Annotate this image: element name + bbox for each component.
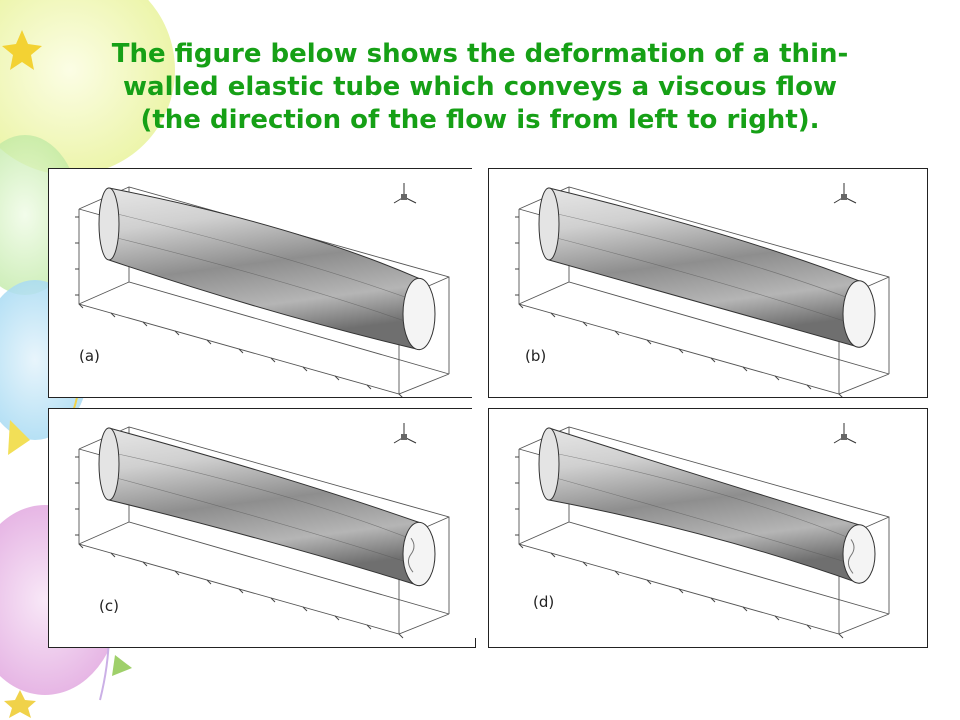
tube-body xyxy=(108,427,420,587)
slide-title-line-1: The figure below shows the deformation o… xyxy=(111,39,849,69)
axis-tick xyxy=(238,348,244,354)
axis-tick xyxy=(582,321,588,327)
axis-tick xyxy=(110,312,116,318)
panel-label: (c) xyxy=(99,597,119,615)
tube-inlet xyxy=(98,187,120,261)
axis-tick xyxy=(334,615,340,621)
axis-tick xyxy=(550,552,556,558)
slide-title-line-3: (the direction of the flow is from left … xyxy=(140,105,820,135)
outlet-wrinkle xyxy=(407,537,415,573)
balloon-yellow xyxy=(0,0,175,175)
axis-tick xyxy=(742,366,748,372)
confetti-star xyxy=(4,690,36,718)
slide-title-line-2: walled elastic tube which conveys a visc… xyxy=(123,72,837,102)
axis-tick xyxy=(678,588,684,594)
tube-body xyxy=(548,187,860,348)
tube-inlet xyxy=(98,427,120,501)
axis-tick xyxy=(398,633,404,639)
tube-outlet xyxy=(842,524,876,584)
axis-tick xyxy=(678,348,684,354)
tube-body xyxy=(548,427,860,584)
confetti-triangle xyxy=(8,420,30,455)
axis-tick xyxy=(142,561,148,567)
axis-tick xyxy=(518,543,524,549)
axis-tick xyxy=(270,357,276,363)
mesh-line xyxy=(108,451,420,543)
axis-tick xyxy=(366,624,372,630)
axis-tick xyxy=(838,633,844,639)
tube-inlet xyxy=(538,427,560,501)
axis-tick xyxy=(582,561,588,567)
mesh-line xyxy=(548,235,860,327)
axis-tick xyxy=(518,303,524,309)
panel-label: (a) xyxy=(79,347,100,365)
tube-diagram xyxy=(515,423,890,639)
axis-tick xyxy=(550,312,556,318)
axis-tick xyxy=(78,303,84,309)
axis-triad-icon xyxy=(393,183,417,204)
mesh-line xyxy=(548,451,860,543)
axis-tick xyxy=(646,339,652,345)
axis-tick xyxy=(206,579,212,585)
axis-tick xyxy=(614,330,620,336)
mesh-line xyxy=(108,475,420,567)
axis-tick xyxy=(838,393,843,397)
tube-inlet xyxy=(538,187,560,261)
axis-tick xyxy=(142,321,148,327)
tube-panel-a: (a) xyxy=(48,168,476,398)
axis-tick xyxy=(398,393,403,397)
tube-outlet xyxy=(402,277,436,351)
axis-tick xyxy=(806,624,812,630)
slide-title: The figure below shows the deformation o… xyxy=(60,38,900,137)
axis-tick xyxy=(334,375,340,381)
axis-tick xyxy=(78,543,84,549)
tube-panel-c: (c) xyxy=(48,408,476,648)
confetti-triangle xyxy=(112,655,132,676)
axis-tick xyxy=(270,597,276,603)
panel-label: (b) xyxy=(525,347,547,365)
mesh-line xyxy=(548,475,860,567)
axis-tick xyxy=(206,339,212,345)
axis-tick xyxy=(302,606,308,612)
tube-panel-d: (d) xyxy=(488,408,928,648)
axis-tick xyxy=(710,597,716,603)
axis-triad-icon xyxy=(833,423,857,444)
mesh-line xyxy=(108,211,420,303)
tube-diagram xyxy=(75,423,450,639)
panel-gap xyxy=(472,168,488,638)
axis-tick xyxy=(366,384,372,390)
axis-tick xyxy=(174,330,180,336)
axis-tick xyxy=(174,570,180,576)
outlet-wrinkle xyxy=(847,539,855,574)
tube-panel-b: (b) xyxy=(488,168,928,398)
mesh-line xyxy=(108,235,420,327)
axis-tick xyxy=(774,375,780,381)
axis-triad-icon xyxy=(393,423,417,444)
axis-tick xyxy=(774,615,780,621)
tube-outlet xyxy=(402,521,436,587)
tube-diagram xyxy=(515,183,890,397)
axis-tick xyxy=(806,384,812,390)
axis-triad-icon xyxy=(833,183,857,204)
tube-outlet xyxy=(842,280,876,348)
confetti-star xyxy=(2,30,42,70)
axis-tick xyxy=(710,357,716,363)
axis-tick xyxy=(110,552,116,558)
panel-label: (d) xyxy=(533,593,555,611)
mesh-line xyxy=(548,211,860,303)
axis-tick xyxy=(238,588,244,594)
axis-tick xyxy=(742,606,748,612)
axis-tick xyxy=(646,579,652,585)
axis-tick xyxy=(614,570,620,576)
axis-tick xyxy=(302,366,308,372)
tube-diagram xyxy=(75,183,450,397)
